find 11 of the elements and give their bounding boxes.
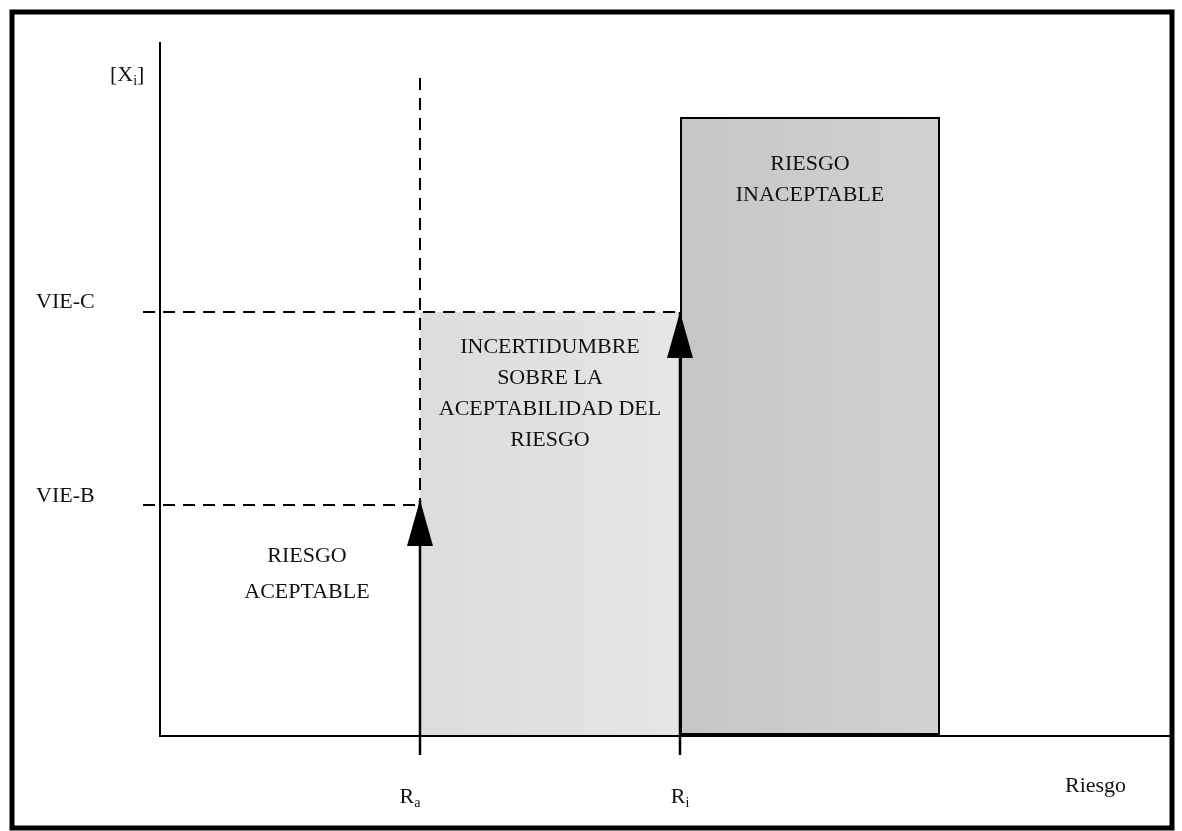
tick-label: R$_{a}$ <box>398 782 422 810</box>
region-label: RIESGO INACEPTABLE <box>734 149 886 208</box>
axis-label: [X$_{i}$] <box>110 60 145 88</box>
tick-label: VIE-B <box>36 481 95 509</box>
region-label: INCERTIDUMBRE SOBRE LA ACEPTABILIDAD DEL RIESGO <box>437 332 663 453</box>
region-label: RIESGO ACEPTABLE <box>243 541 371 605</box>
tick-label: R$_{i}$ <box>669 782 691 810</box>
tick-label: VIE-C <box>36 287 95 315</box>
uncertainty-band <box>420 312 680 735</box>
axis-label: Riesgo <box>1065 771 1127 799</box>
unacceptable-risk-box <box>680 117 940 737</box>
